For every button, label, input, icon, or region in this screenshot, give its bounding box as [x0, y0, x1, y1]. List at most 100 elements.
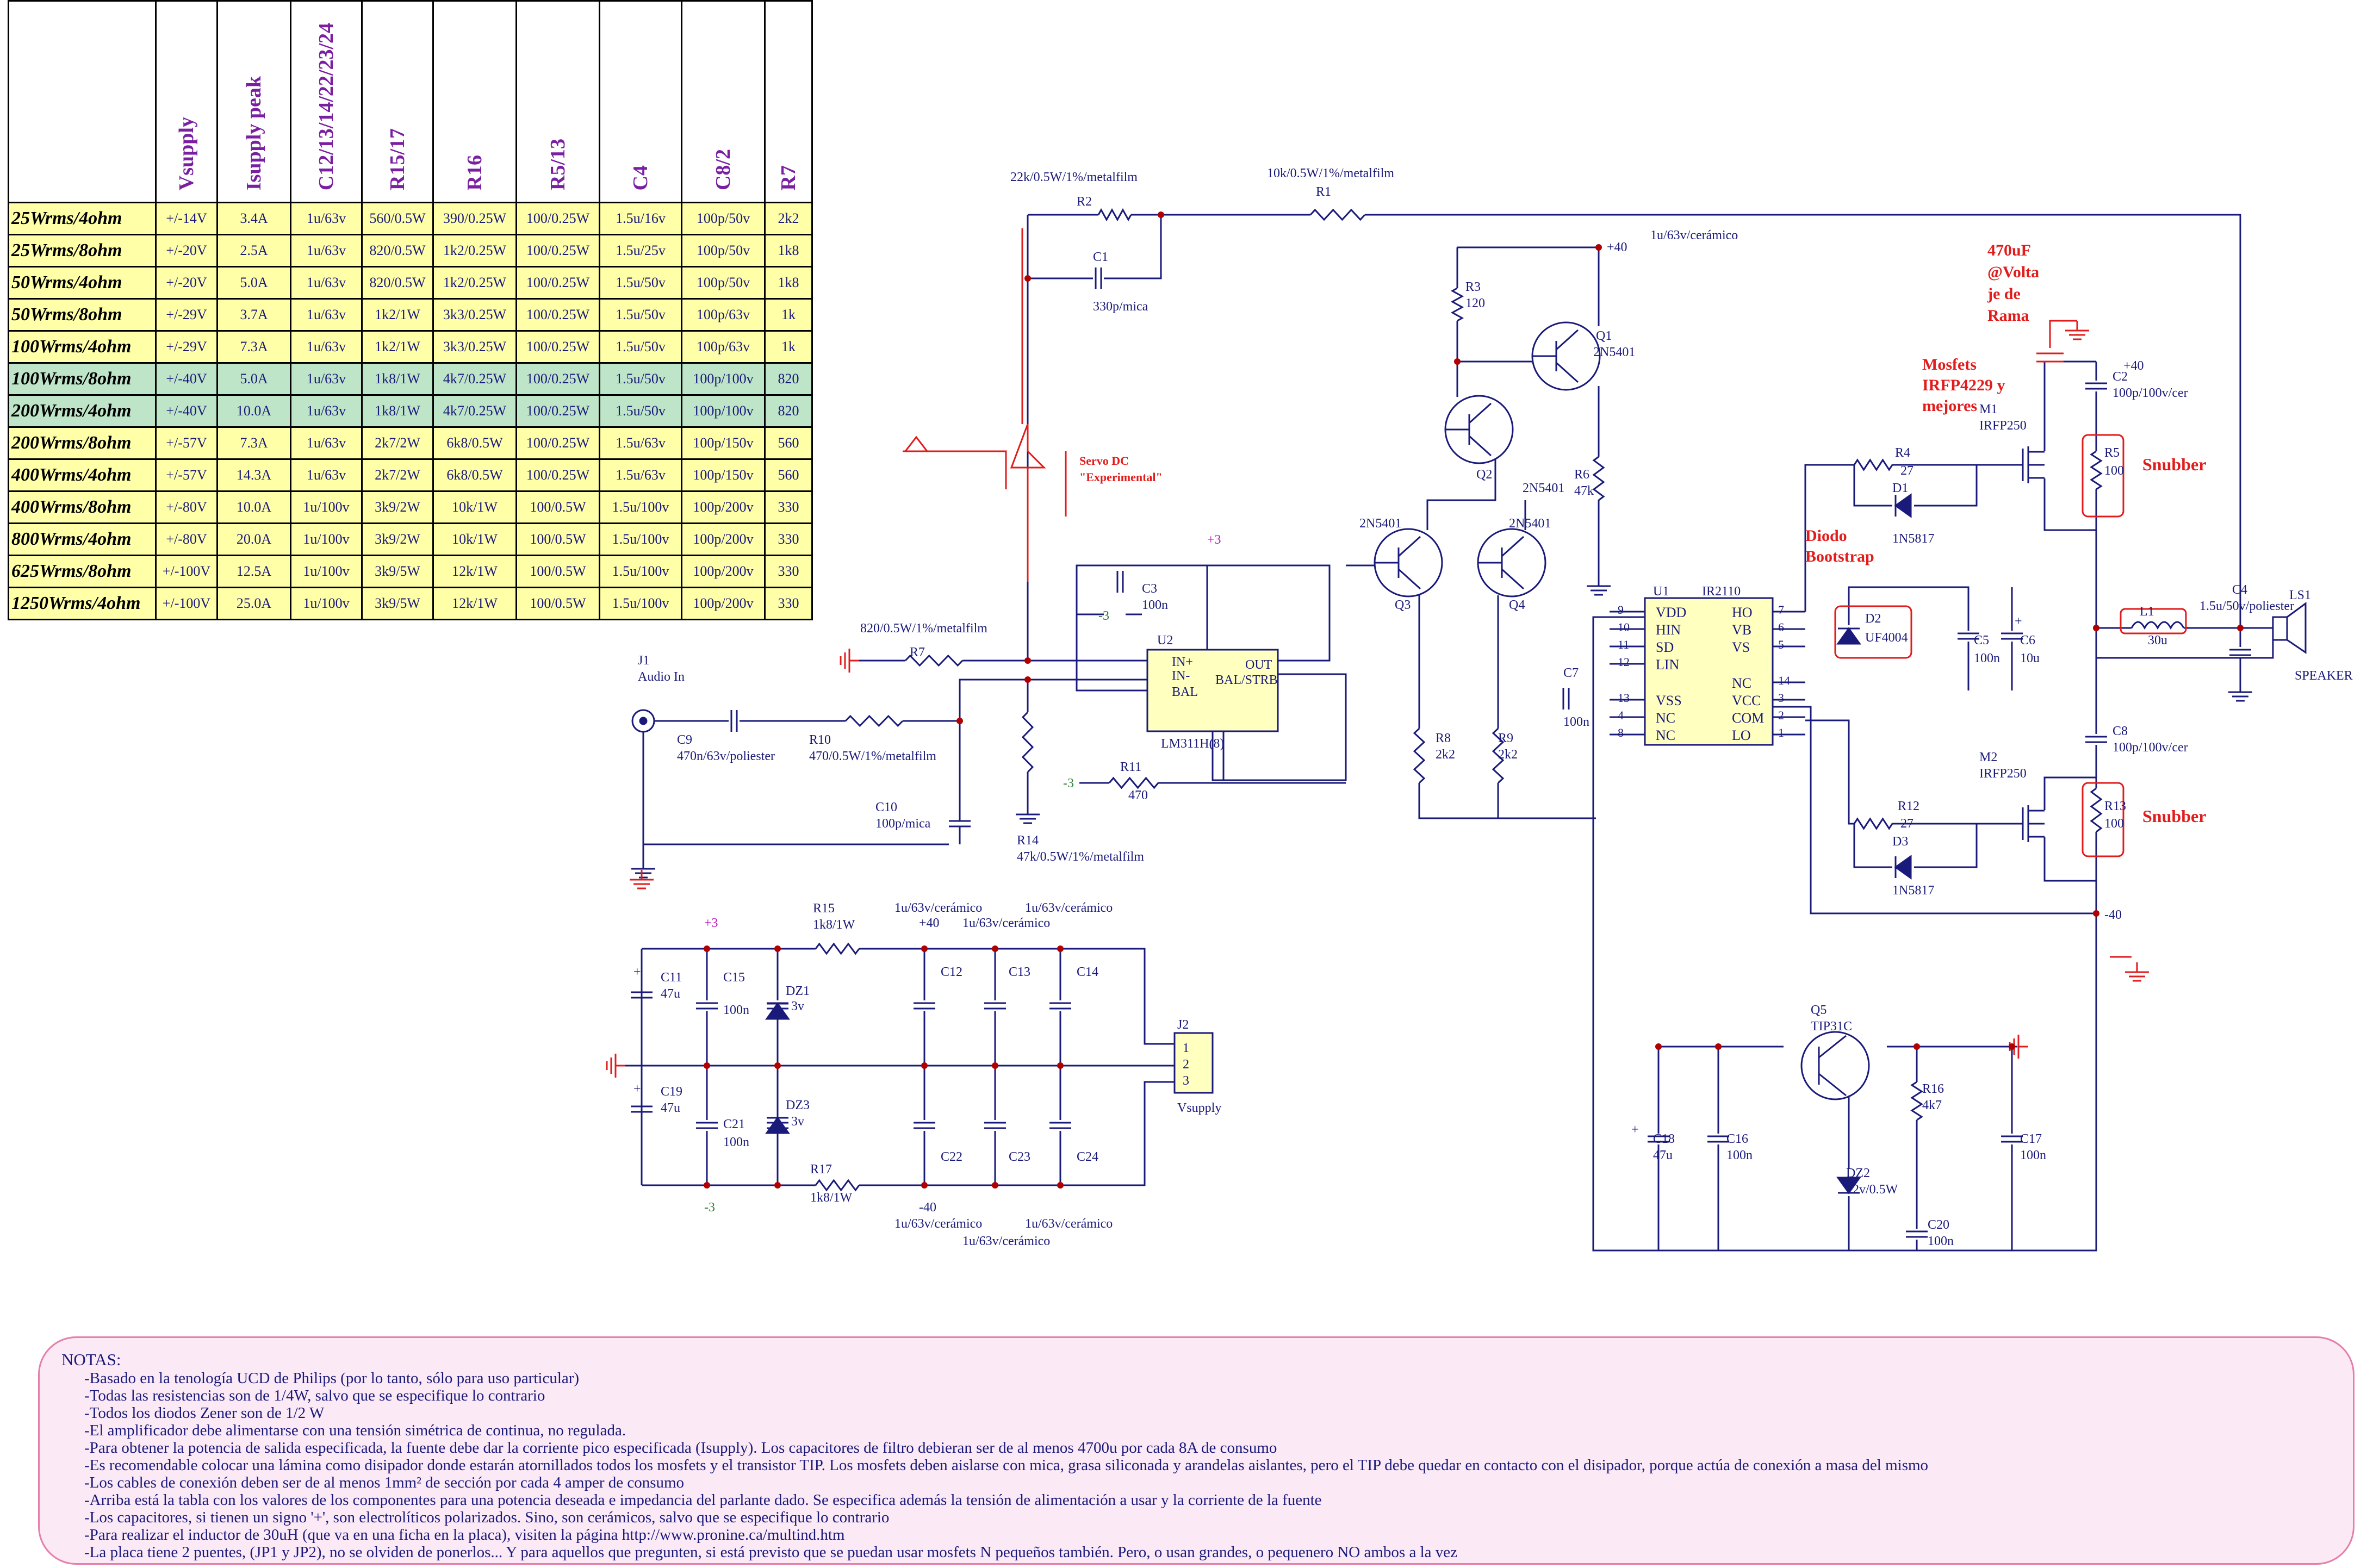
table-cell: 560 [764, 458, 813, 492]
transistor-lead [1397, 568, 1421, 590]
junction-dot [1024, 657, 1031, 664]
wire [2043, 478, 2096, 531]
schematic-label: M2 [1979, 750, 1997, 764]
table-cell: 1k2/0.25W [432, 234, 517, 267]
schematic-label: BAL [1172, 685, 1198, 699]
notes-box: NOTAS: -Basado en la tenología UCD de Ph… [38, 1336, 2354, 1565]
table-cell: 100/0.25W [515, 426, 600, 460]
junction-dot [1454, 358, 1461, 365]
schematic-label: 1 [1183, 1041, 1189, 1055]
schematic-label: +3 [704, 916, 718, 930]
schematic-label: R17 [810, 1162, 832, 1177]
table-header-cell: Isupply peak [216, 0, 291, 203]
table-cell: 3k9/2W [361, 522, 434, 556]
schematic-label: IR2110 [1702, 584, 1741, 599]
table-header-cell: R15/17 [361, 0, 434, 203]
table-cell: 100/0.25W [515, 458, 600, 492]
schematic-label: -3 [1098, 609, 1109, 623]
table-cell: 100p/63v [681, 298, 766, 332]
table-cell: 14.3A [216, 458, 291, 492]
table-cell: +/-100V [155, 555, 218, 588]
schematic-label: 7 [1778, 603, 1784, 617]
schematic-label: 27 [1900, 817, 1914, 831]
notes-line: -Todas las resistencias son de 1/4W, sal… [84, 1387, 545, 1404]
schematic-label: 10u [2020, 651, 2040, 665]
schematic-label: HIN [1656, 622, 1681, 638]
schematic-label: R2 [1077, 195, 1092, 209]
wire [1853, 465, 1892, 507]
table-cell: +/-20V [155, 234, 218, 267]
schematic-label: 6 [1778, 620, 1784, 634]
row-label: 400Wrms/4ohm [8, 458, 157, 492]
transistor-lead [1501, 568, 1525, 590]
table-cell: 1.5u/100v [599, 522, 682, 556]
table-cell: 2k2 [764, 202, 813, 235]
table-cell: 1u/63v [290, 458, 363, 492]
wire [1104, 215, 1162, 279]
schematic-label: Vsupply [1177, 1101, 1221, 1115]
schematic-label: 2 [1778, 708, 1784, 722]
table-cell: 1.5u/16v [599, 202, 682, 235]
wire [1914, 824, 1978, 868]
wire [1773, 706, 2097, 914]
schematic-label: C6 [2020, 633, 2035, 648]
table-cell: 3.4A [216, 202, 291, 235]
notes-line: -Es recomendable colocar una lámina como… [84, 1457, 1929, 1474]
schematic-label: VDD [1656, 605, 1686, 620]
schematic-label: 10 [1618, 620, 1630, 634]
table-cell: 1u/100v [290, 555, 363, 588]
junction-dot [1655, 1043, 1662, 1050]
schematic-label: 470n/63v/poliester [677, 749, 775, 763]
table-cell: +/-29V [155, 330, 218, 364]
junction-dot [704, 945, 710, 952]
table-cell: 4k7/0.25W [432, 394, 517, 428]
wire [1804, 464, 1854, 612]
schematic-label: OUT [1245, 658, 1272, 672]
row-label: 1250Wrms/4ohm [8, 587, 157, 620]
schematic-label: 100n [723, 1003, 749, 1017]
schematic-label: LO [1732, 727, 1751, 743]
table-cell: 2k7/2W [361, 458, 434, 492]
wire [1418, 783, 1596, 819]
schematic-label: 470/0.5W/1%/metalfilm [809, 749, 936, 763]
schematic-label: 1k8/1W [810, 1191, 853, 1205]
wire [1805, 719, 1854, 825]
schematic-label: 47u [1653, 1148, 1673, 1162]
schematic-label: C21 [723, 1117, 745, 1131]
row-label: 200Wrms/4ohm [8, 394, 157, 428]
junction-dot [1024, 676, 1031, 683]
table-cell: 1k2/1W [361, 298, 434, 332]
schematic-label: DZ1 [786, 984, 810, 998]
table-cell: +/-29V [155, 298, 218, 332]
inductor-highlight [2120, 608, 2187, 634]
table-cell: 100/0.5W [515, 555, 600, 588]
table-cell: 3k9/5W [361, 587, 434, 620]
schematic-label: 2N5401 [1359, 517, 1401, 531]
schematic-label: 820/0.5W/1%/metalfilm [860, 621, 987, 636]
table-cell: 7.3A [216, 426, 291, 460]
wire [903, 450, 1007, 489]
table-cell: +/-100V [155, 587, 218, 620]
schematic-label: 2N5401 [1523, 481, 1564, 495]
table-header-cell: R16 [432, 0, 517, 203]
junction-dot [774, 1182, 781, 1189]
schematic-label: 30u [2148, 633, 2167, 648]
schematic-label: C16 [1726, 1132, 1748, 1146]
transistor-lead [1397, 536, 1421, 557]
table-cell: 1.5u/25v [599, 234, 682, 267]
wire [1076, 564, 1331, 692]
schematic-label: NC [1656, 710, 1675, 726]
schematic-label: DZ2 [1846, 1166, 1870, 1180]
schematic-label: BAL/STRB [1215, 673, 1278, 687]
schematic-label: IN+ [1172, 655, 1193, 669]
schematic-label: -40 [919, 1200, 936, 1215]
junction-dot [2093, 910, 2099, 917]
schematic-label: 3v [791, 1115, 804, 1129]
resistor-symbol [1309, 208, 1366, 221]
schematic-label: J2 [1177, 1018, 1189, 1032]
schematic-label: C3 [1142, 582, 1157, 596]
